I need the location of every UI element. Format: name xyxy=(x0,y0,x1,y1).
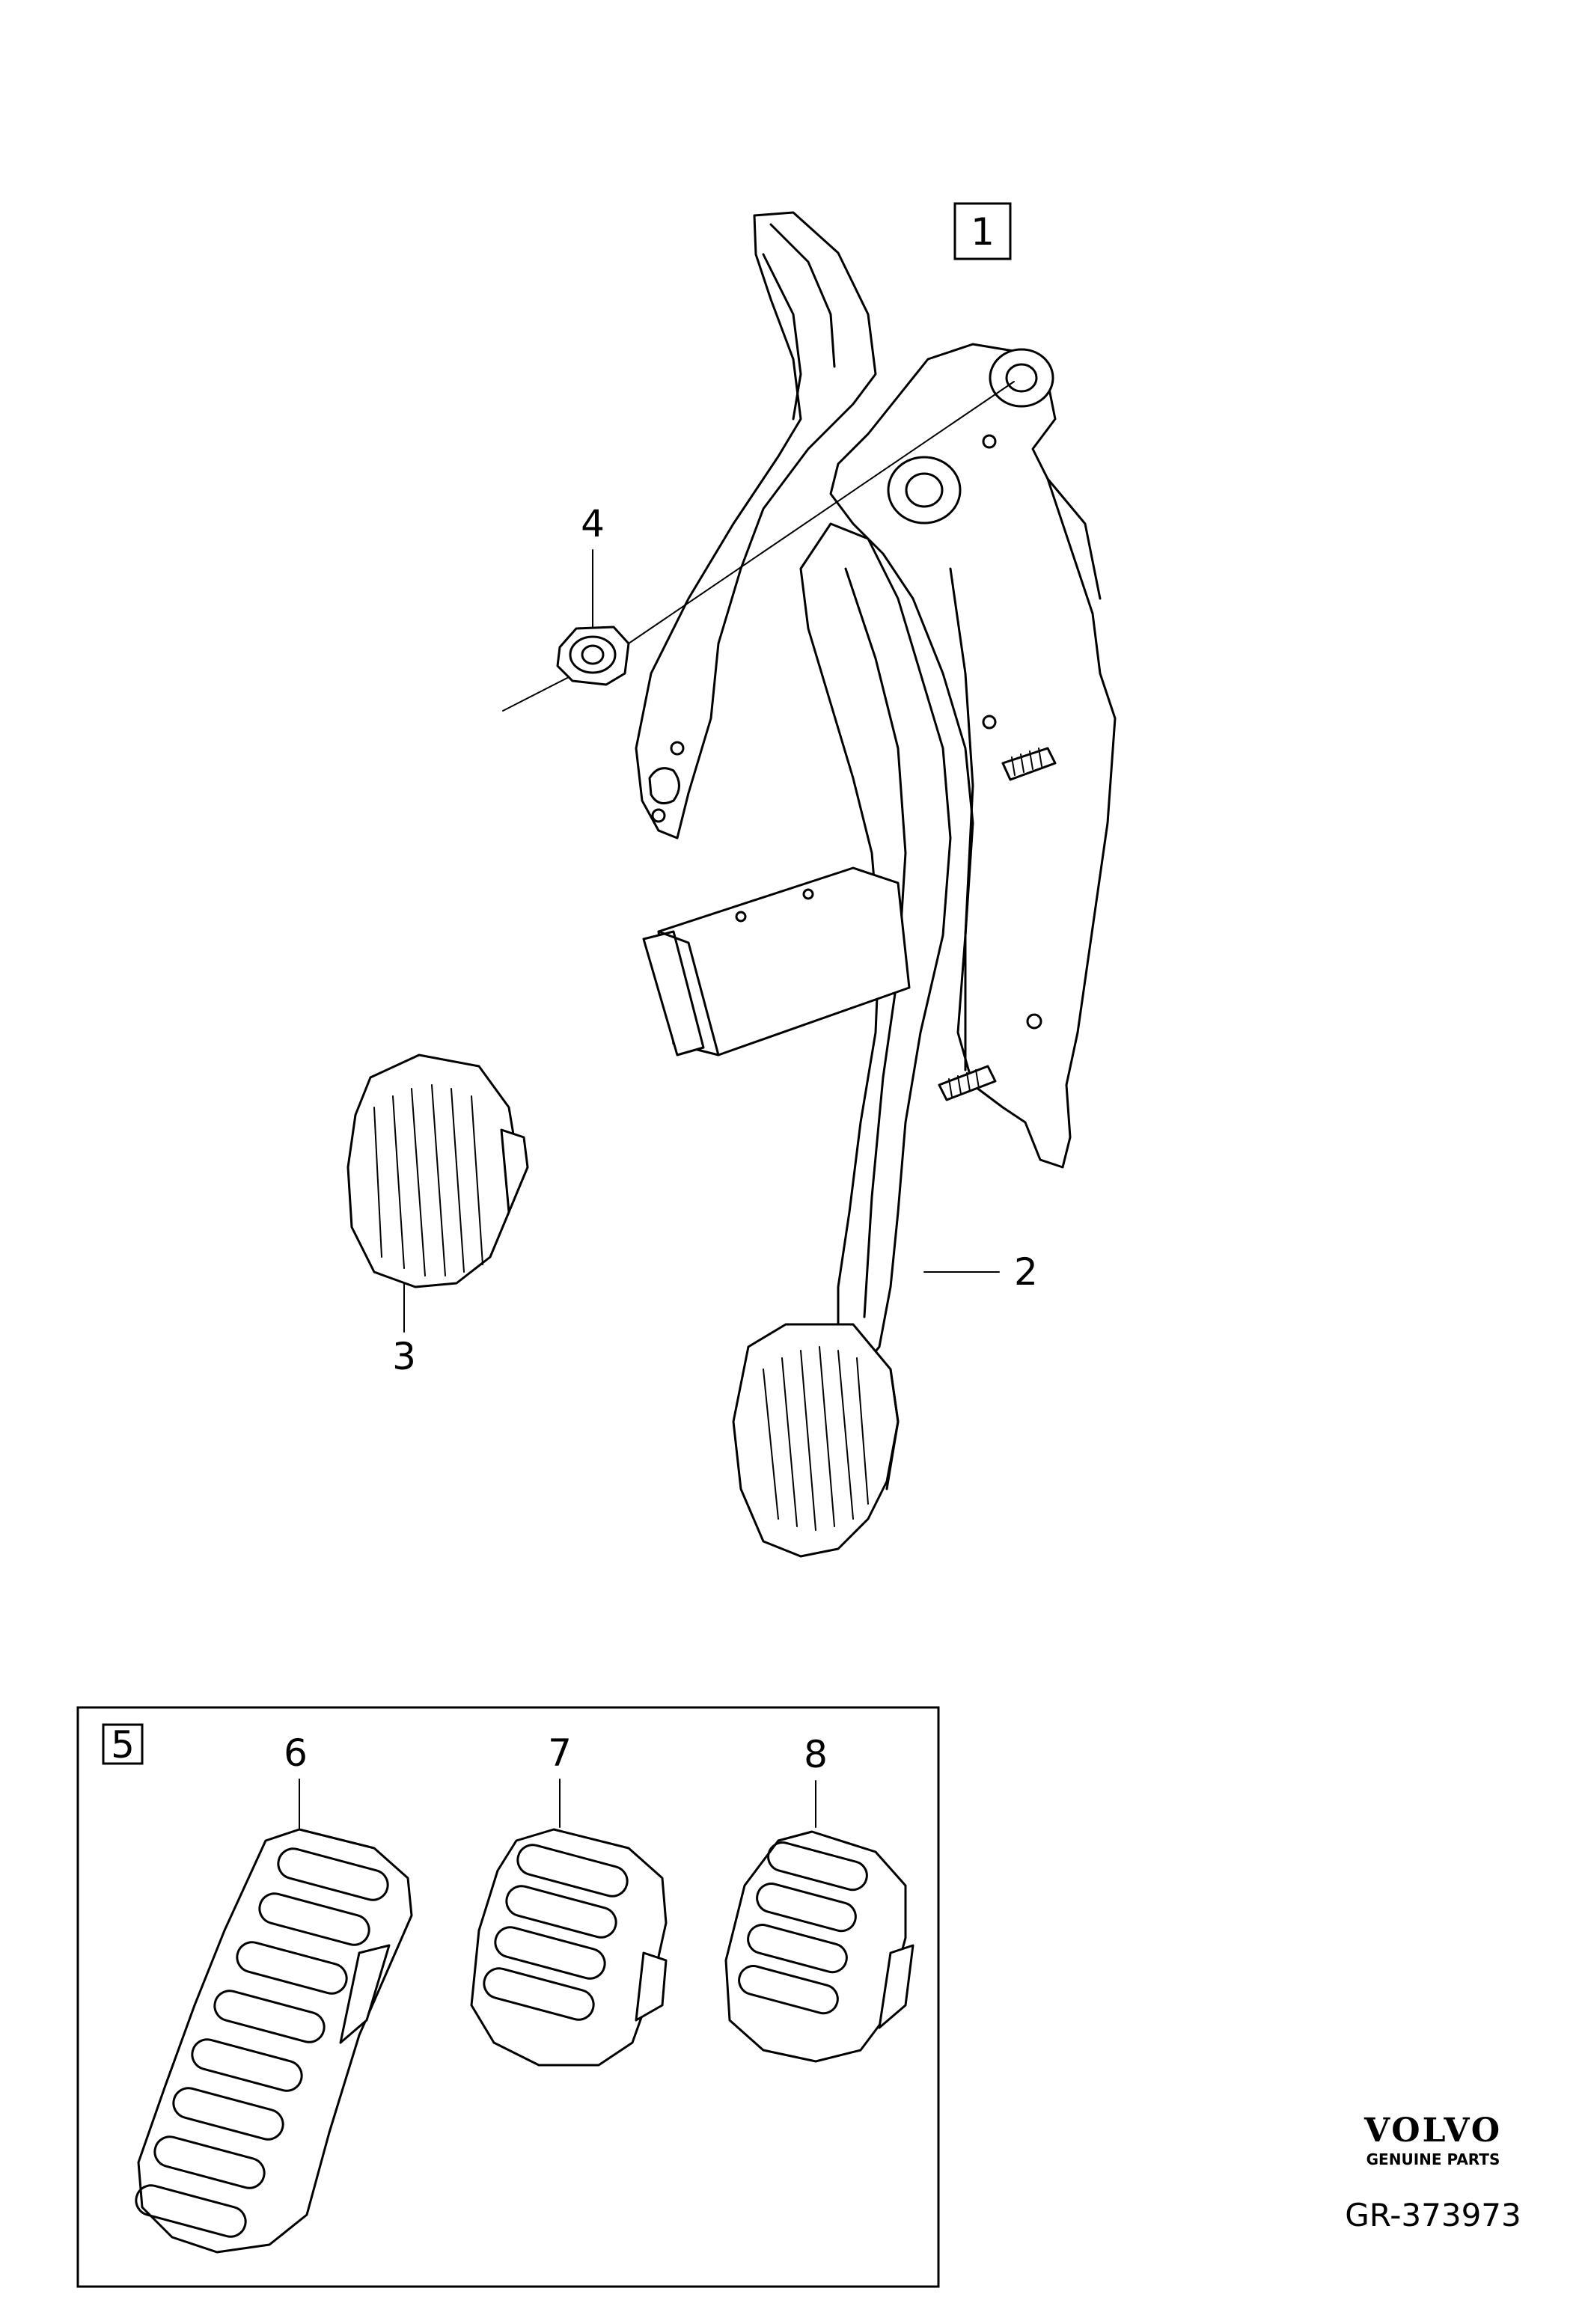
bracket-left-arm xyxy=(635,211,877,840)
callout-label-4: 4 xyxy=(581,502,605,545)
kit-item-label-6: 6 xyxy=(284,1731,308,1775)
callout-label-2: 2 xyxy=(1014,1250,1038,1294)
kit-item-label-7: 7 xyxy=(548,1731,572,1775)
callout-3: 3 xyxy=(392,1282,416,1378)
brand-logo: VOLVO GENUINE PARTS xyxy=(1364,2112,1502,2168)
callout-2: 2 xyxy=(923,1250,1038,1294)
square-tube xyxy=(642,866,911,1056)
assembly-pedal-pad xyxy=(732,1323,900,1558)
pivot-boss-lower xyxy=(887,456,962,525)
mounting-stud-lower xyxy=(938,1065,997,1101)
assembly-label: 1 xyxy=(971,210,995,254)
callout-label-3: 3 xyxy=(392,1335,416,1378)
bracket-right-plate xyxy=(829,343,1117,1169)
brand-tagline: GENUINE PARTS xyxy=(1366,2150,1500,2168)
pedal-bracket-assembly xyxy=(635,211,1117,1558)
kit-item-8: 8 xyxy=(724,1733,914,2063)
kit-label: 5 xyxy=(111,1723,135,1767)
reference-number: GR-373973 xyxy=(1345,2197,1521,2233)
pivot-boss-upper xyxy=(989,348,1054,408)
brand-name: VOLVO xyxy=(1364,2112,1502,2150)
callout-4: 4 xyxy=(581,502,605,628)
kit-item-6: 6 xyxy=(135,1731,413,2254)
pedal-pad-part xyxy=(346,1054,529,1288)
kit-item-7: 7 xyxy=(470,1731,668,2067)
assembly-label-box: 1 xyxy=(953,202,1012,260)
nut-part xyxy=(502,381,1015,712)
bracket-slot xyxy=(648,767,680,805)
kit-box: 5 6 7 8 xyxy=(76,1706,940,2288)
mounting-stud-upper xyxy=(1001,747,1057,781)
kit-item-label-8: 8 xyxy=(804,1733,828,1776)
